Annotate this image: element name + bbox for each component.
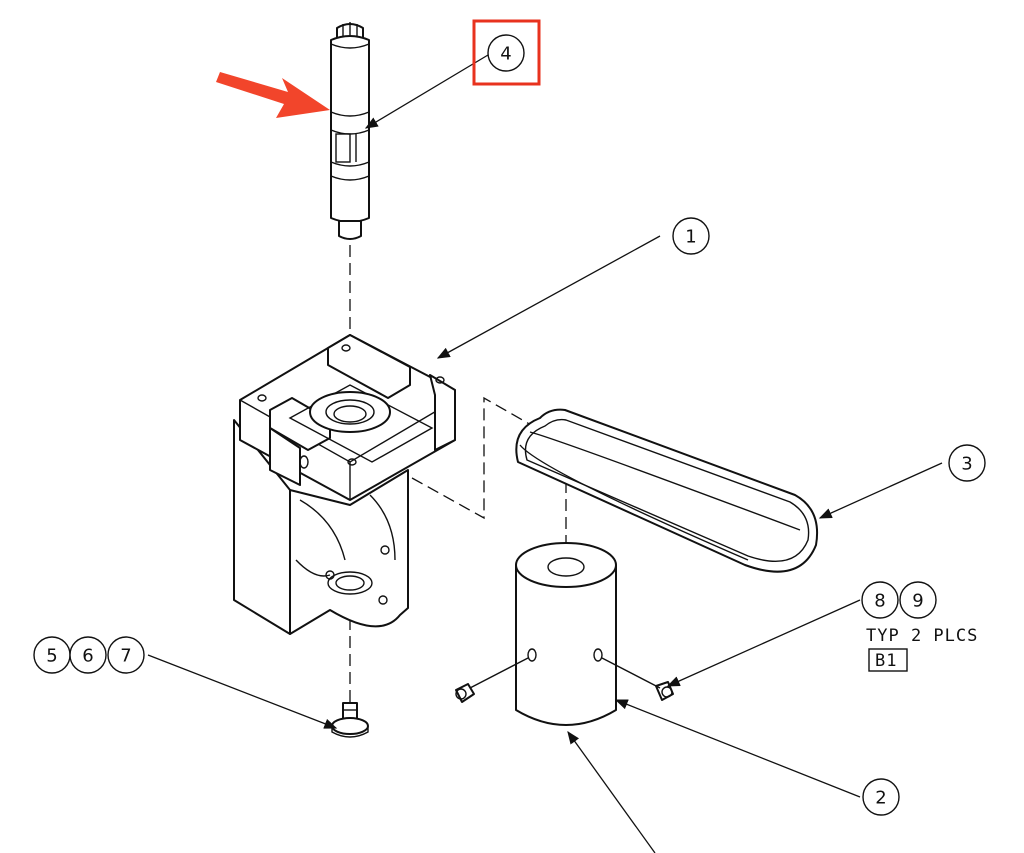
typ-note: TYP 2 PLCS B1 xyxy=(866,626,978,672)
shaft-part[interactable] xyxy=(330,22,370,240)
balloon-5: 5 xyxy=(33,636,71,674)
highlight-box xyxy=(472,19,541,86)
balloon-4: 4 xyxy=(472,19,541,86)
svg-text:7: 7 xyxy=(120,646,131,667)
bolt-part[interactable] xyxy=(331,702,369,738)
balloon-6: 6 xyxy=(69,636,107,674)
leader-lines xyxy=(147,54,943,853)
ref-box xyxy=(868,648,908,672)
svg-text:4: 4 xyxy=(500,44,511,65)
pulley-part[interactable] xyxy=(515,542,617,726)
svg-text:6: 6 xyxy=(82,646,93,667)
svg-text:1: 1 xyxy=(685,227,696,248)
balloon-8: 8 xyxy=(861,581,899,619)
balloon-9: 9 xyxy=(899,581,937,619)
ref-box-text: B1 xyxy=(875,651,897,671)
belt-part[interactable] xyxy=(515,408,818,573)
svg-text:9: 9 xyxy=(912,591,923,612)
set-screw-left[interactable] xyxy=(455,657,529,703)
balloon-2: 2 xyxy=(862,778,900,816)
svg-text:2: 2 xyxy=(875,788,886,809)
housing-part[interactable] xyxy=(233,334,456,635)
svg-text:5: 5 xyxy=(46,646,57,667)
svg-text:8: 8 xyxy=(874,591,885,612)
balloon-3: 3 xyxy=(948,444,986,482)
typ-note-text: TYP 2 PLCS xyxy=(866,626,978,646)
highlight-arrow xyxy=(216,72,330,118)
svg-text:3: 3 xyxy=(961,454,972,475)
balloon-7: 7 xyxy=(107,636,145,674)
balloon-1: 1 xyxy=(672,217,710,255)
